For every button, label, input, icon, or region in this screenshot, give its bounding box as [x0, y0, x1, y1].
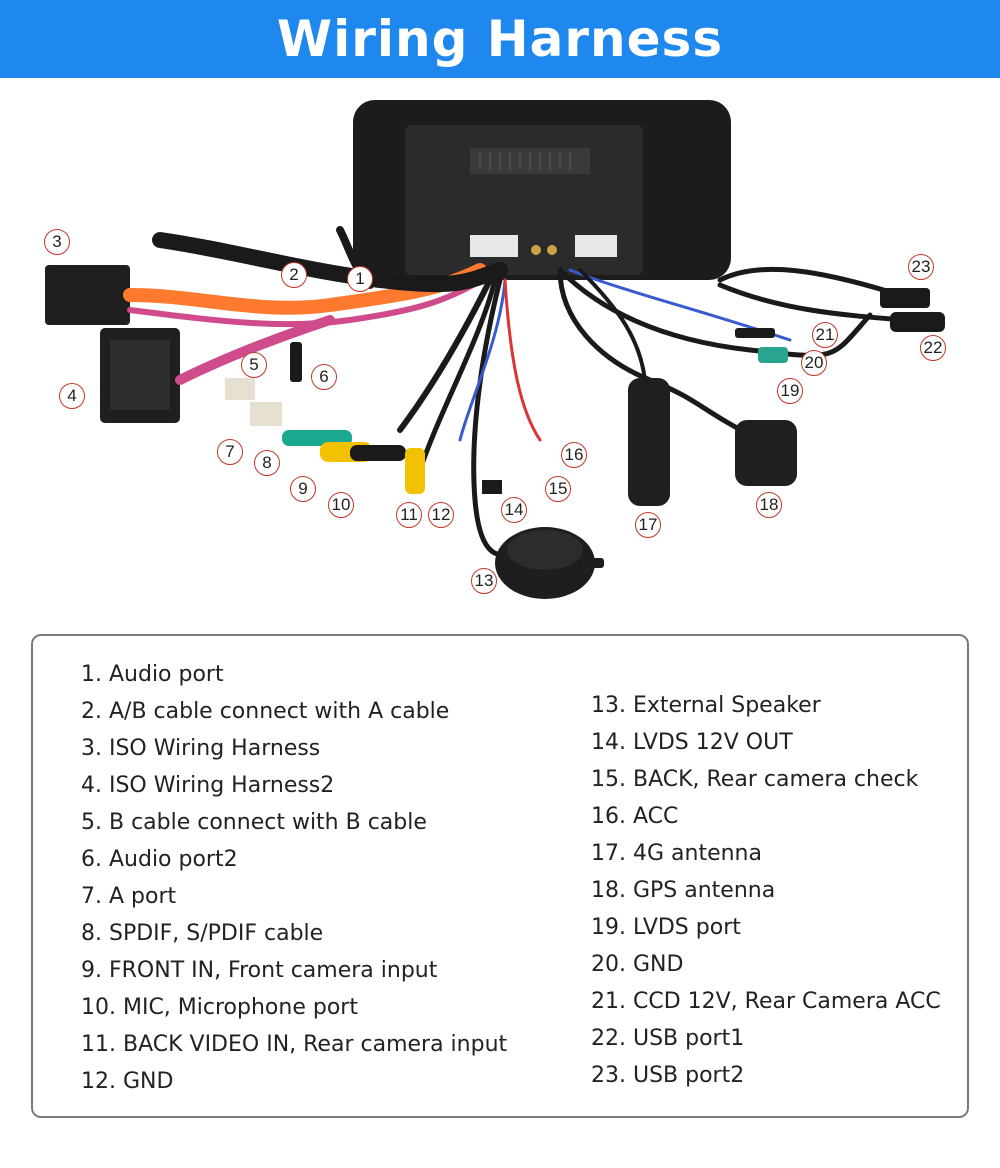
legend-item: 13. External Speaker — [591, 693, 821, 718]
callout-19: 19 — [777, 378, 803, 404]
legend-list-right: 13. External Speaker 14. LVDS 12V OUT 15… — [591, 691, 941, 1098]
callout-16: 16 — [561, 442, 587, 468]
product-photo: 1 2 3 4 5 6 7 8 9 10 11 12 13 14 15 16 1… — [0, 80, 1000, 620]
callout-22: 22 — [920, 335, 946, 361]
page-title: Wiring Harness — [276, 10, 724, 68]
small-connectors — [225, 288, 945, 494]
legend-item: 16. ACC — [591, 804, 679, 829]
callout-7: 7 — [217, 439, 243, 465]
legend-item: 19. LVDS port — [591, 915, 741, 940]
legend-item: 14. LVDS 12V OUT — [591, 730, 793, 755]
legend-item: 11. BACK VIDEO IN, Rear camera input — [81, 1032, 508, 1057]
legend-item: 5. B cable connect with B cable — [81, 810, 427, 835]
wiring-harness-illustration — [45, 100, 945, 599]
legend-item: 7. A port — [81, 884, 177, 909]
callout-21: 21 — [812, 322, 838, 348]
antennas-image — [628, 378, 797, 506]
legend-item: 23. USB port2 — [591, 1063, 745, 1088]
legend-item: 9. FRONT IN, Front camera input — [81, 958, 438, 983]
title-banner: Wiring Harness — [0, 0, 1000, 78]
callout-14: 14 — [501, 497, 527, 523]
callout-10: 10 — [328, 492, 354, 518]
legend-item: 8. SPDIF, S/PDIF cable — [81, 921, 324, 946]
legend-box: 1. Audio port 2. A/B cable connect with … — [31, 634, 969, 1118]
callout-17: 17 — [635, 512, 661, 538]
legend-item: 17. 4G antenna — [591, 841, 762, 866]
callout-8: 8 — [254, 450, 280, 476]
legend-item: 20. GND — [591, 952, 684, 977]
legend-item: 2. A/B cable connect with A cable — [81, 699, 450, 724]
legend-item: 22. USB port1 — [591, 1026, 745, 1051]
callout-23: 23 — [908, 254, 934, 280]
callout-12: 12 — [428, 502, 454, 528]
callout-13: 13 — [471, 568, 497, 594]
head-unit-image — [353, 100, 731, 280]
callout-4: 4 — [59, 383, 85, 409]
callout-2: 2 — [281, 262, 307, 288]
legend-item: 12. GND — [81, 1069, 174, 1094]
callout-3: 3 — [44, 229, 70, 255]
legend-item: 15. BACK, Rear camera check — [591, 767, 919, 792]
legend-item: 1. Audio port — [81, 662, 224, 687]
legend-item: 10. MIC, Microphone port — [81, 995, 358, 1020]
legend-item: 21. CCD 12V, Rear Camera ACC — [591, 989, 941, 1014]
speaker-image — [495, 527, 604, 599]
callout-18: 18 — [756, 492, 782, 518]
callout-1: 1 — [347, 266, 373, 292]
callout-15: 15 — [545, 476, 571, 502]
legend-item: 18. GPS antenna — [591, 878, 776, 903]
legend-item: 4. ISO Wiring Harness2 — [81, 773, 335, 798]
legend-list-left: 1. Audio port 2. A/B cable connect with … — [81, 660, 507, 1104]
callout-11: 11 — [396, 502, 422, 528]
callout-20: 20 — [801, 350, 827, 376]
iso-connector-image — [45, 265, 180, 423]
callout-6: 6 — [311, 364, 337, 390]
callout-5: 5 — [241, 352, 267, 378]
legend-item: 3. ISO Wiring Harness — [81, 736, 321, 761]
callout-9: 9 — [290, 476, 316, 502]
legend-item: 6. Audio port2 — [81, 847, 238, 872]
